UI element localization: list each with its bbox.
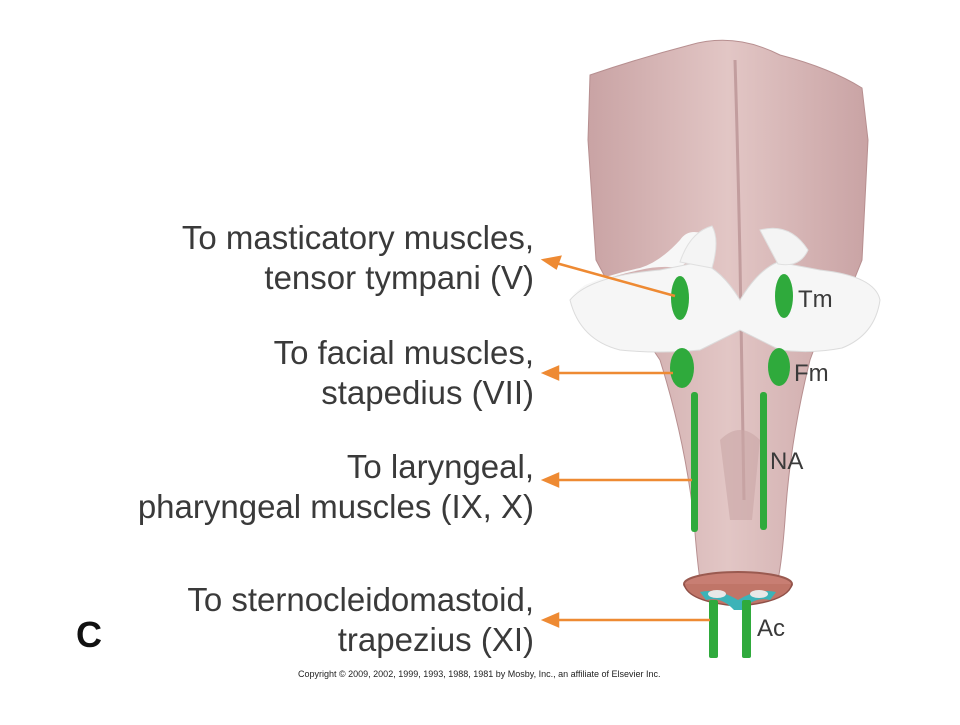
nucleus-fm-left	[670, 348, 694, 388]
median-fissure	[733, 59, 746, 501]
panel-letter: C	[76, 614, 102, 655]
obex-shadow	[720, 430, 760, 520]
label-vii: To facial muscles, stapedius (VII)	[274, 333, 534, 413]
arrow-xi-head	[540, 612, 560, 628]
peduncle-right	[759, 227, 809, 266]
nucleus-label-fm: Fm	[794, 360, 829, 387]
nucleus-na-right	[760, 392, 767, 530]
nucleus-label-ac: Ac	[757, 615, 786, 642]
copyright-notice: Copyright © 2009, 2002, 1999, 1993, 1988…	[298, 669, 661, 679]
arrows	[540, 255, 710, 628]
label-ix-x-line1: To laryngeal,	[346, 448, 534, 485]
label-v: To masticatory muscles, tensor tympani (…	[182, 218, 534, 298]
label-ix-x: To laryngeal, pharyngeal muscles (IX, X)	[138, 447, 534, 527]
arrow-v-head	[540, 255, 562, 270]
label-xi: To sternocleidomastoid, trapezius (XI)	[187, 580, 534, 660]
label-xi-line1: To sternocleidomastoid,	[187, 581, 534, 618]
nucleus-label-tm: Tm	[798, 286, 833, 313]
arrow-ix-x-head	[540, 472, 560, 488]
gray-matter-left	[708, 590, 726, 598]
nucleus-fm-right	[768, 348, 790, 386]
label-xi-line2: trapezius (XI)	[337, 621, 534, 658]
label-vii-line2: stapedius (VII)	[321, 374, 534, 411]
nucleus-ac-right	[742, 600, 751, 658]
nucleus-label-na: NA	[770, 448, 804, 475]
gray-matter-right	[750, 590, 768, 598]
pons	[572, 231, 712, 295]
nucleus-tm-right	[775, 274, 793, 318]
arrow-vii-head	[540, 365, 560, 381]
nucleus-ac-left	[709, 600, 718, 658]
label-ix-x-line2: pharyngeal muscles (IX, X)	[137, 488, 534, 525]
label-v-line1: To masticatory muscles,	[181, 219, 534, 256]
peduncle-left	[679, 225, 717, 269]
label-v-line2: tensor tympani (V)	[264, 259, 534, 296]
arrow-v	[555, 261, 676, 298]
nucleus-na-left	[691, 392, 698, 532]
label-vii-line1: To facial muscles,	[273, 334, 534, 371]
nucleus-tm-left	[671, 276, 689, 320]
